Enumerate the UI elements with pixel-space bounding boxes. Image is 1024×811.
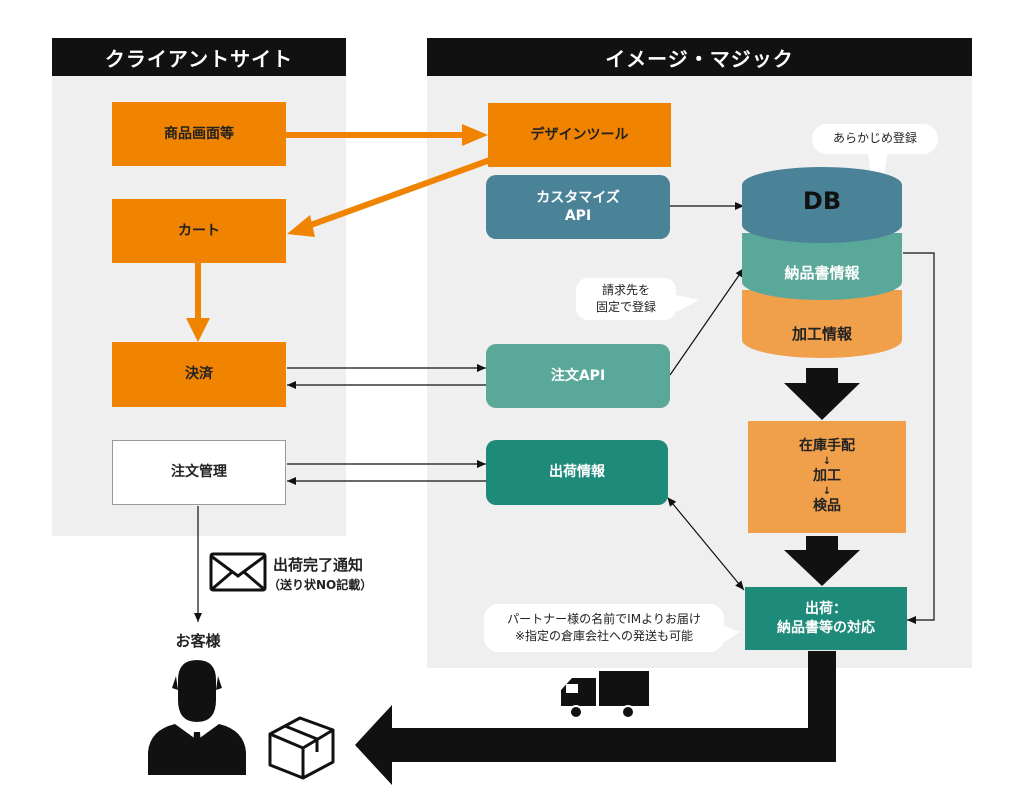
orange-arrow-design-to-cart — [287, 157, 492, 237]
design-tool-box: デザインツール — [488, 103, 671, 167]
mail-icon — [209, 552, 267, 592]
billing-note-bubble: 請求先を 固定で登録 — [576, 278, 676, 320]
customize-api-line1: カスタマイズ — [536, 189, 620, 206]
db-note-bubble: あらかじめ登録 — [812, 124, 938, 154]
db-note-text: あらかじめ登録 — [832, 131, 917, 146]
process-arrow-2 — [784, 536, 860, 586]
customer-label: お客様 — [175, 632, 221, 650]
product-page-box: 商品画面等 — [112, 102, 286, 166]
customize-api-line2: API — [564, 208, 592, 224]
order-management-box: 注文管理 — [112, 440, 286, 505]
shipment-line1: 出荷： — [805, 601, 847, 618]
db-layer-invoice: 納品書情報 — [784, 264, 860, 282]
delivery-arrow — [355, 651, 836, 785]
process-down-arrow-2: ↓ — [822, 485, 832, 497]
partner-note-line2: ※指定の倉庫会社への発送も可能 — [514, 629, 694, 643]
billing-note-line2: 固定で登録 — [595, 300, 656, 314]
process-arrow-1 — [784, 368, 860, 420]
customize-api-box: カスタマイズ API — [486, 175, 670, 239]
payment-box: 決済 — [112, 342, 286, 407]
process-step-stock: 在庫手配 — [799, 438, 855, 455]
shipment-line2: 納品書等の対応 — [777, 619, 875, 636]
process-step-inspection: 検品 — [813, 498, 841, 515]
order-api-box: 注文API — [486, 344, 670, 408]
arrow-shipping-info-shipment — [667, 497, 745, 591]
notification-title: 出荷完了通知 — [273, 556, 364, 574]
cart-box: カート — [112, 199, 286, 263]
arrow-order-api-to-db — [669, 267, 745, 376]
orange-arrow-product-to-design — [286, 124, 488, 146]
partner-note-line1: パートナー様の名前でIMよりお届け — [507, 611, 701, 626]
billing-note-line1: 請求先を — [601, 282, 650, 297]
package-box-icon — [268, 716, 335, 780]
db-label: DB — [802, 187, 842, 215]
process-box: 在庫手配 ↓ 加工 ↓ 検品 — [748, 421, 906, 533]
truck-icon — [561, 671, 649, 719]
db-cylinder — [742, 167, 902, 358]
shipping-info-box: 出荷情報 — [486, 440, 668, 505]
image-magic-title: イメージ・マジック — [427, 38, 972, 76]
billing-note-tail — [676, 295, 700, 312]
partner-note-bubble: パートナー様の名前でIMよりお届け ※指定の倉庫会社への発送も可能 — [484, 604, 724, 652]
client-site-title: クライアントサイト — [52, 38, 346, 76]
process-step-processing: 加工 — [813, 468, 841, 485]
notification-sub: （送り状NO記載） — [268, 578, 373, 592]
shipment-box: 出荷： 納品書等の対応 — [745, 587, 907, 650]
customer-person-icon — [148, 660, 246, 775]
partner-note-tail — [724, 626, 740, 642]
orange-arrow-cart-to-payment — [186, 263, 210, 342]
arrow-db-to-shipment — [903, 252, 935, 624]
process-down-arrow-1: ↓ — [822, 455, 832, 467]
db-layer-processing: 加工情報 — [791, 325, 852, 343]
